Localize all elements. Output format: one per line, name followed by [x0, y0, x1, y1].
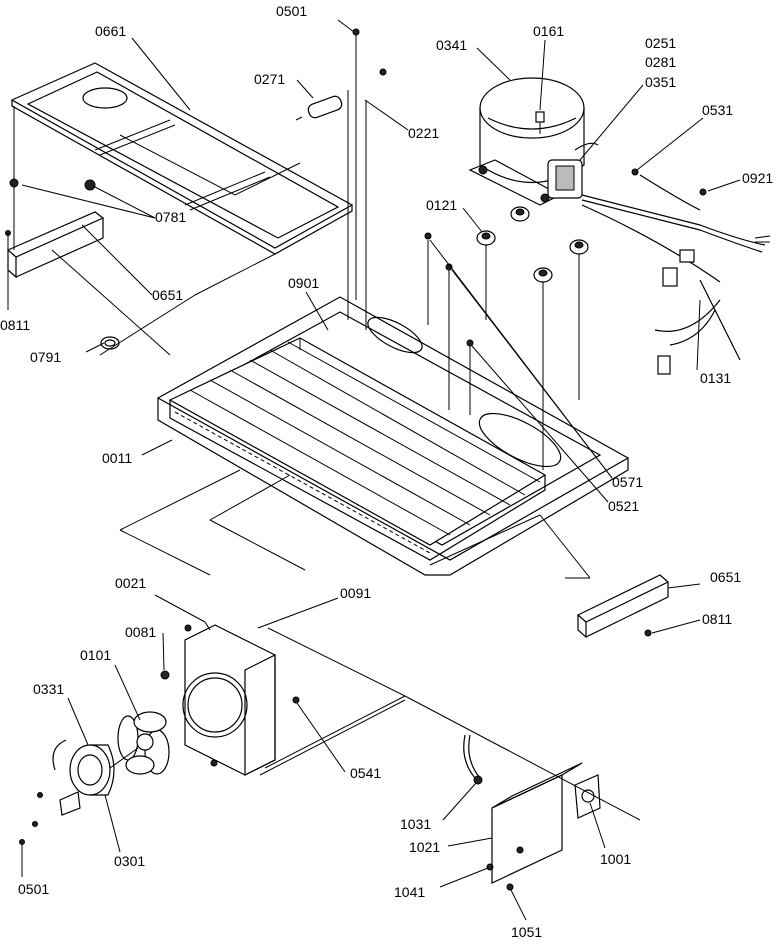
compressor-part: [468, 77, 599, 206]
callout-1041: 1041: [394, 884, 425, 900]
fan-shroud-part: [160, 621, 406, 776]
callout-0811-left: 0811: [0, 317, 30, 333]
condenser-coil-part: [168, 337, 547, 561]
callout-1001: 1001: [600, 851, 631, 867]
callout-0161: 0161: [533, 23, 564, 39]
callout-0521: 0521: [608, 498, 639, 514]
callout-0271: 0271: [254, 71, 285, 87]
callout-0221: 0221: [408, 125, 439, 141]
callout-0021: 0021: [115, 575, 146, 591]
callout-0921: 0921: [742, 170, 773, 186]
callout-0131: 0131: [700, 370, 731, 386]
callout-0791: 0791: [30, 349, 61, 365]
callout-0661: 0661: [95, 23, 126, 39]
callout-0651-left: 0651: [152, 287, 183, 303]
callout-0351: 0351: [645, 74, 676, 90]
callout-0331: 0331: [33, 681, 64, 697]
fan-motor-part: [19, 739, 139, 845]
callout-0901: 0901: [288, 275, 319, 291]
callout-0501-top: 0501: [276, 3, 307, 19]
clamp-part: [100, 336, 120, 350]
callout-0281: 0281: [645, 54, 676, 70]
callout-0011: 0011: [102, 450, 132, 466]
callout-1051: 1051: [511, 924, 542, 940]
callout-0571: 0571: [612, 474, 643, 490]
callout-0811-right: 0811: [702, 611, 732, 627]
callout-0091: 0091: [340, 585, 371, 601]
grommet-parts: [476, 206, 589, 470]
callout-0121: 0121: [426, 197, 457, 213]
left-bracket-part: [5, 178, 105, 279]
callout-1031: 1031: [400, 816, 431, 832]
capacitor-part: [295, 28, 387, 330]
wiring-harness-part: [581, 168, 771, 375]
callout-0341: 0341: [436, 37, 467, 53]
callout-0081: 0081: [125, 624, 156, 640]
callout-0251: 0251: [645, 35, 676, 51]
callout-0301: 0301: [114, 853, 145, 869]
callout-0781: 0781: [155, 209, 186, 225]
callout-0531: 0531: [702, 102, 733, 118]
callout-0101: 0101: [80, 647, 111, 663]
callout-0651-right: 0651: [710, 569, 741, 585]
callout-labels: 0501 0661 0271 0221 0341 0161 0251 0281 …: [0, 3, 773, 940]
callout-0541: 0541: [350, 765, 381, 781]
fan-blade-part: [117, 711, 170, 775]
right-bracket-part: [576, 574, 670, 639]
leader-lines: [7, 19, 741, 921]
callout-1021: 1021: [409, 839, 440, 855]
callout-0501-bottom: 0501: [18, 881, 49, 897]
relay-bracket-part: [404, 695, 641, 891]
